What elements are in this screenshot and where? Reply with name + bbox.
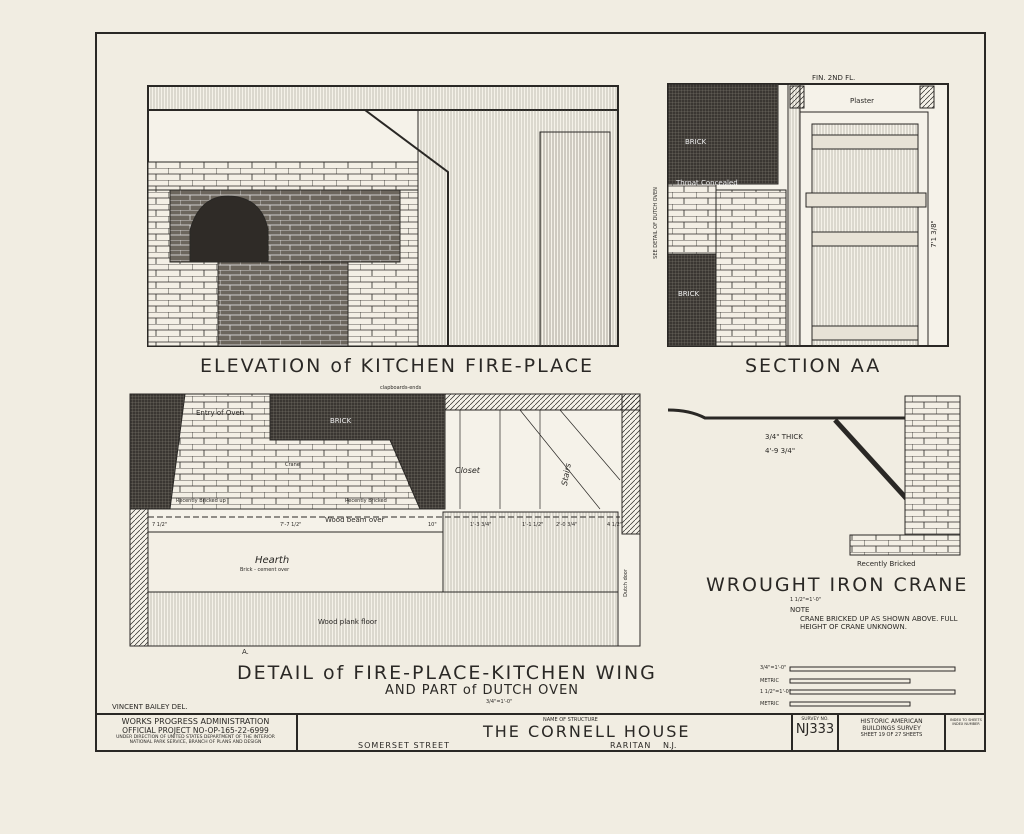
survey-label: SURVEY NO. bbox=[801, 717, 829, 722]
sheet-number: SHEET 19 OF 27 SHEETS bbox=[860, 732, 923, 738]
index-line2: INDEX NUMBER bbox=[952, 722, 980, 726]
section-label-throat: Throat Concealed bbox=[676, 179, 738, 187]
crane-drawing bbox=[667, 395, 961, 556]
section-title: SECTION AA bbox=[745, 355, 882, 377]
crane-thick: 3/4" THICK bbox=[765, 433, 803, 441]
agency-line2: OFFICIAL PROJECT NO-OP-165-22-6999 bbox=[122, 726, 269, 735]
survey-cell: SURVEY NO. NJ333 bbox=[793, 715, 839, 752]
section-label-brick-upper: BRICK bbox=[685, 138, 707, 146]
detail-label-hearth: Hearth bbox=[255, 555, 290, 566]
dim-3: 1'-3 3/4" bbox=[470, 522, 492, 528]
index-cell: INDEX TO SHEETS INDEX NUMBER bbox=[946, 715, 986, 752]
elevation-title: ELEVATION of KITCHEN FIRE-PLACE bbox=[200, 355, 595, 377]
name-label: NAME OF STRUCTURE bbox=[543, 717, 598, 723]
habs-cell: HISTORIC AMERICAN BUILDINGS SURVEY SHEET… bbox=[839, 715, 946, 752]
scale-metric-2: METRIC bbox=[760, 701, 779, 707]
agency-line4: NATIONAL PARK SERVICE, BRANCH OF PLANS A… bbox=[129, 740, 262, 745]
scale-metric-1: METRIC bbox=[760, 678, 779, 684]
structure-cell: NAME OF STRUCTURE THE CORNELL HOUSE SOME… bbox=[298, 715, 793, 752]
title-block: WORKS PROGRESS ADMINISTRATION OFFICIAL P… bbox=[95, 713, 986, 752]
agency-line3: UNDER DIRECTION OF UNITED STATES DEPARTM… bbox=[116, 735, 275, 740]
section-label-plaster: Plaster bbox=[850, 97, 875, 105]
detail-label-recently-right: Recently Bricked bbox=[345, 498, 387, 504]
section-aa-drawing bbox=[667, 83, 949, 347]
detail-scale: 3/4"=1'-0" bbox=[486, 699, 513, 705]
detail-label-brick: BRICK bbox=[330, 417, 352, 425]
detail-section-mark: A. bbox=[242, 648, 249, 656]
detail-label-clapboards: clapboards-ends bbox=[380, 385, 422, 391]
habs-line2: BUILDINGS SURVEY bbox=[862, 725, 921, 732]
crane-scale: 1 1/2"=1'-0" bbox=[790, 597, 822, 603]
detail-label-hearth-sub: Brick - cement over bbox=[240, 567, 290, 573]
detail-label-crane: Crane bbox=[285, 462, 300, 468]
detail-label-entry: Entry of Oven bbox=[196, 409, 245, 417]
crane-note-text: CRANE BRICKED UP AS SHOWN ABOVE. FULL HE… bbox=[800, 615, 958, 631]
detail-label-recently-left: Recently Bricked up bbox=[176, 498, 226, 504]
dim-0: 7 1/2" bbox=[152, 522, 168, 528]
graphic-scales bbox=[789, 666, 956, 707]
section-label-finish: FIN. 2ND FL. bbox=[812, 74, 856, 82]
detail-label-floor: Wood plank floor bbox=[318, 618, 377, 626]
dim-2: 10" bbox=[428, 522, 437, 528]
detail-label-beam: Wood beam over bbox=[325, 516, 385, 524]
detail-label-closet: Closet bbox=[455, 466, 480, 475]
agency-line1: WORKS PROGRESS ADMINISTRATION bbox=[121, 717, 270, 726]
dim-1: 7'-7 1/2" bbox=[280, 522, 302, 528]
crane-length: 4'-9 3/4" bbox=[765, 447, 796, 455]
agency-cell: WORKS PROGRESS ADMINISTRATION OFFICIAL P… bbox=[95, 715, 298, 752]
index-line1: INDEX TO SHEETS bbox=[950, 718, 982, 722]
scale-imperial-1: 3/4"=1'-0" bbox=[760, 665, 787, 671]
crane-title: WROUGHT IRON CRANE bbox=[706, 574, 969, 596]
dim-5: 2'-0 3/4" bbox=[556, 522, 578, 528]
habs-line1: HISTORIC AMERICAN bbox=[860, 718, 923, 725]
delineator: VINCENT BAILEY DEL. bbox=[112, 703, 188, 711]
structure-name: THE CORNELL HOUSE bbox=[483, 722, 691, 741]
survey-number: NJ333 bbox=[795, 722, 835, 737]
section-label-see-detail: SEE DETAIL OF DUTCH OVEN bbox=[652, 187, 659, 259]
detail-label-dutch-door: Dutch door bbox=[622, 569, 629, 597]
detail-plan-drawing bbox=[129, 393, 641, 647]
street: SOMERSET STREET bbox=[358, 741, 450, 750]
detail-title: DETAIL of FIRE-PLACE-KITCHEN WING bbox=[237, 662, 657, 684]
section-label-brick-lower: BRICK bbox=[678, 290, 700, 298]
detail-subtitle: AND PART of DUTCH OVEN bbox=[385, 683, 580, 698]
section-dim-height: 7'1 3/8" bbox=[929, 220, 938, 248]
elevation-drawing bbox=[147, 85, 619, 347]
scale-imperial-2: 1 1/2"=1'-0" bbox=[760, 689, 792, 695]
crane-note-label: NOTE bbox=[790, 606, 810, 614]
dim-4: 1'-1 1/2" bbox=[522, 522, 544, 528]
dim-6: 4 1/2" bbox=[607, 522, 623, 528]
town: RARITAN bbox=[610, 741, 652, 750]
drawing-sheet-border bbox=[95, 32, 986, 752]
state: N.J. bbox=[663, 741, 677, 750]
crane-recently: Recently Bricked bbox=[857, 560, 916, 568]
